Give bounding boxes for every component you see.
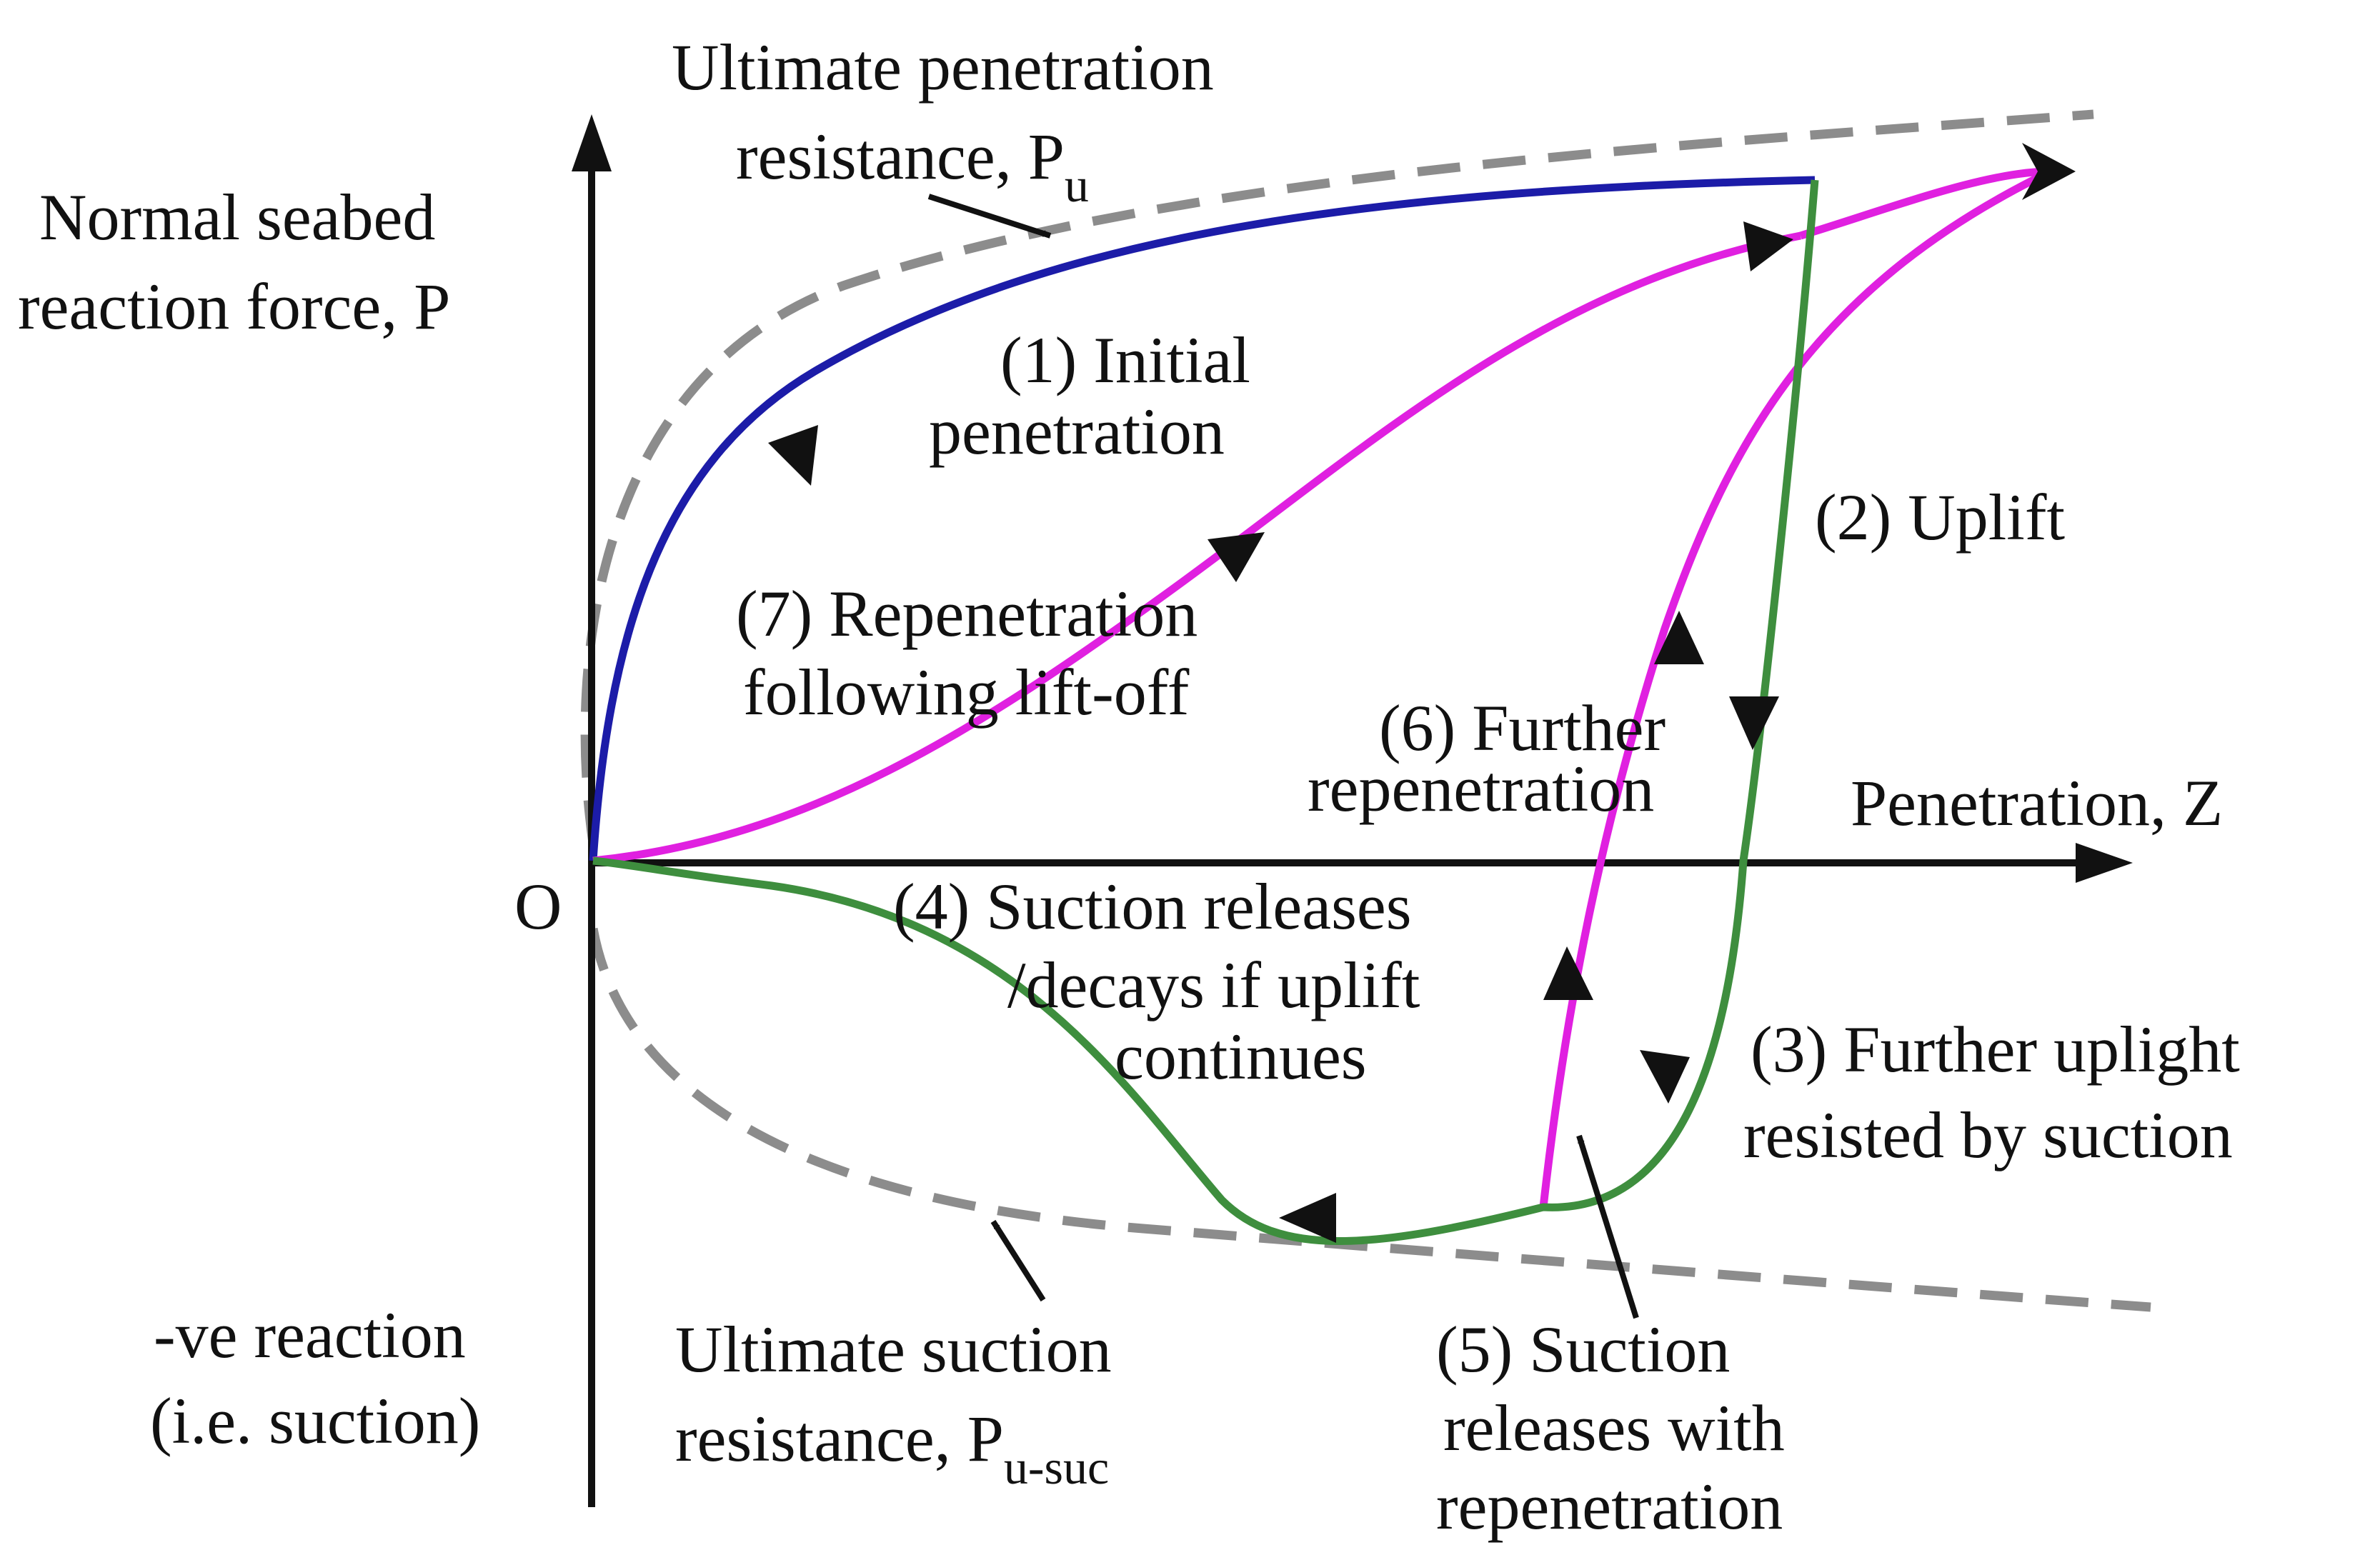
initial-penetration-arrow [768,425,818,486]
top-connector-curve [1799,167,2051,240]
uplift-suction-curve [592,179,1819,1245]
repenetration-arrow-3 [1654,611,1704,664]
repenetration-arrow-4 [1543,946,1593,1000]
lower-bound-label-line2: resistance, Pu-suc [675,1402,1109,1494]
stage-7-label-line2: following lift-off [743,656,1190,729]
suction-decay-arrow [1279,1193,1336,1243]
negative-reaction-label-line1: -ve reaction [154,1299,466,1371]
lower-bound-label-line1: Ultimate suction [675,1313,1112,1386]
lower-bound-pointer [990,1219,1046,1302]
stage-4-label-line3: continues [1115,1020,1367,1093]
x-axis-arrowhead [2076,843,2133,883]
y-axis-arrowhead [572,114,612,171]
repenetration-lower-curve [1539,168,2053,1208]
stage-6-label-line2: repenetration [1308,752,1654,825]
upper-bound-pointer [927,194,1052,239]
suction-arrow [1640,1050,1690,1104]
lower-bound-curve [588,927,2151,1312]
uplift-arrow [1729,696,1779,750]
suction-release-pointer [1576,1134,1639,1319]
x-axis-label: Penetration, Z [1851,766,2223,839]
repenetration-upper-curve [592,231,1802,865]
repenetration-arrow-2 [1743,221,1793,271]
stage-4-label-line1: (4) Suction releases [893,870,1412,943]
initial-penetration-curve [589,176,1816,861]
y-axis-label-line1: Normal seabed [39,181,435,254]
stage-7-label-line1: (7) Repenetration [736,577,1198,650]
stage-5-label-line3: repenetration [1436,1470,1783,1543]
upper-bound-label-line1: Ultimate penetration [672,31,1214,104]
stage-3-label-line2: resisted by suction [1743,1099,2233,1171]
stage-5-label-line1: (5) Suction [1436,1313,1730,1386]
stage-3-label-line1: (3) Further uplight [1751,1013,2240,1086]
stage-4-label-line2: /decays if uplift [1007,949,1420,1021]
end-arrowhead [2022,143,2076,200]
negative-reaction-label-line2: (i.e. suction) [150,1384,480,1457]
origin-label: O [514,870,562,943]
stage-6-label-line1: (6) Further [1379,691,1665,764]
stage-5-label-line2: releases with [1443,1391,1785,1464]
stage-1-label-line2: penetration [929,395,1225,468]
y-axis-label-line2: reaction force, P [18,270,450,343]
stage-2-label: (2) Uplift [1815,481,2065,554]
upper-bound-label-line2: resistance, Pu [736,120,1089,212]
stage-1-label-line1: (1) Initial [1000,324,1250,396]
repenetration-arrow-1 [1208,532,1265,582]
